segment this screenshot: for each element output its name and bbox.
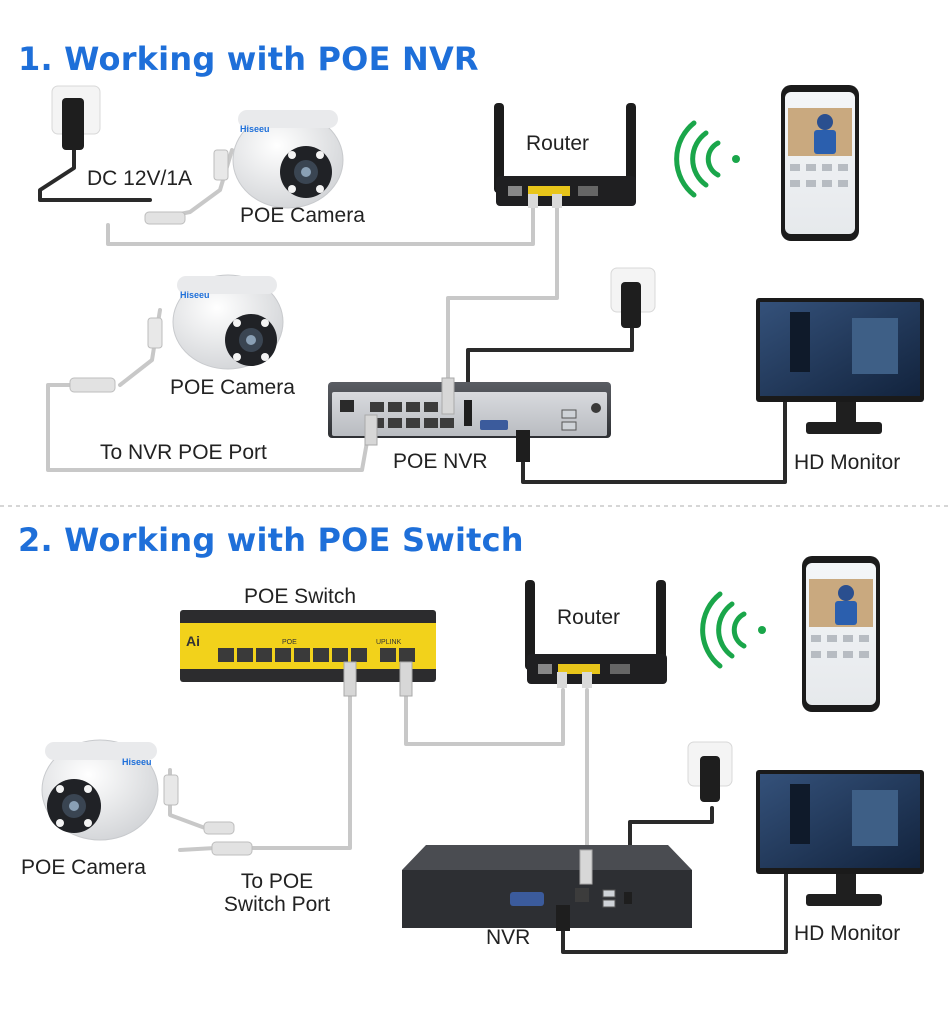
poe-switch: Ai POE UPLINK [180,610,436,682]
switch-logo: Ai [186,633,200,649]
camera-brand-2: Hiseeu [122,757,152,767]
switch-port-label-line1: To POE [240,870,314,893]
router-1-label: Router [526,132,590,155]
camera-brand-mid: Hiseeu [180,290,210,300]
switch-uplink-text: UPLINK [376,639,402,646]
section1-black-cables [38,146,787,484]
wall-socket-3 [687,741,733,802]
dome-camera-mid: Hiseeu [172,274,284,370]
camera2-connectors [163,774,253,856]
poe-camera-2-label: POE Camera [21,856,146,879]
switch-plugs [343,661,413,697]
nvr2-plugs [556,849,593,931]
smartphone-2 [802,556,880,712]
monitor-1 [756,298,924,434]
switch-poe-text: POE [282,639,297,646]
section1-title: 1. Working with POE NVR [18,40,479,78]
wifi-icon-1 [674,120,740,198]
wall-socket-1 [51,85,101,150]
section2-title: 2. Working with POE Switch [18,521,524,559]
poe-nvr-label: POE NVR [393,450,488,473]
router2-plugs [557,672,592,688]
switch-port-label-line2: Switch Port [223,893,331,916]
nvr1-plugs [364,377,530,462]
section2-gray-cables [168,678,589,852]
camera-brand-top: Hiseeu [240,124,270,134]
wifi-icon-2 [700,591,766,669]
camera-mid-connectors [69,317,163,393]
poe-camera-mid-label: POE Camera [170,376,295,399]
smartphone-1 [781,85,859,241]
camera-top-connectors [144,149,229,225]
dc-power-label: DC 12V/1A [87,167,193,190]
monitor-1-label: HD Monitor [794,451,901,474]
wall-socket-2 [610,267,656,328]
router-2-label: Router [557,606,621,629]
poe-camera-top-label: POE Camera [240,204,365,227]
monitor-2 [756,770,924,906]
dome-camera-top: Hiseeu [232,110,344,209]
poe-switch-label: POE Switch [244,585,357,608]
router1-plugs [528,194,562,208]
router-2 [525,580,667,684]
monitor-2-label: HD Monitor [794,922,901,945]
dome-camera-2: Hiseeu [41,739,159,841]
nvr-2-label: NVR [486,926,531,949]
nvr-2 [402,845,692,928]
nvr-port-label: To NVR POE Port [100,441,267,464]
